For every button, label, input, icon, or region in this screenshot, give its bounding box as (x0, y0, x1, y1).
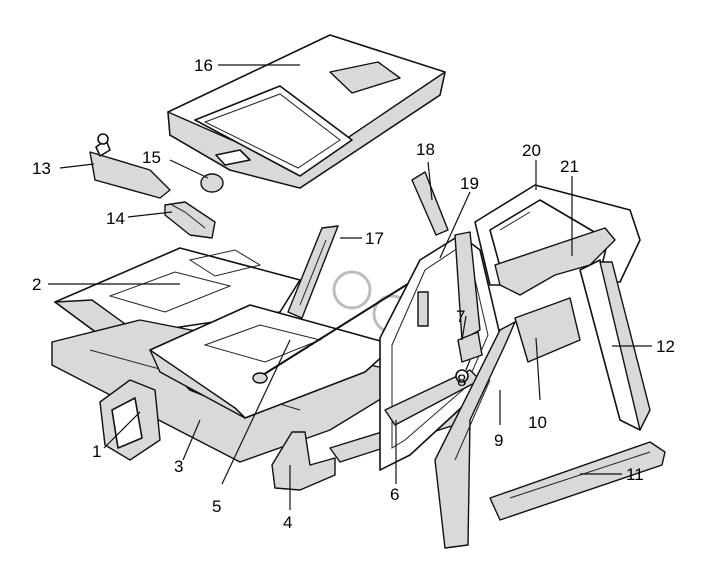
part-12-c-pillar (579, 259, 651, 431)
callout-12: 12 (656, 337, 675, 356)
callout-14: 14 (106, 209, 125, 228)
part-14-handle (164, 201, 216, 239)
callout-6: 6 (390, 485, 399, 504)
callout-10: 10 (528, 413, 547, 432)
part-21-rear-header (494, 227, 616, 296)
leader-lines (48, 64, 652, 510)
callout-17: 17 (365, 229, 384, 248)
callout-16: 16 (194, 56, 213, 75)
callout-21: 21 (560, 157, 579, 176)
callout-labels: 16 13 15 14 17 2 18 19 20 21 1 3 4 5 6 7… (32, 56, 675, 532)
part-10-quarter-panel (514, 297, 581, 363)
part-15-clip (200, 173, 224, 193)
callout-2: 2 (32, 275, 41, 294)
part-19-inner-panel (417, 231, 481, 341)
part-13-sun-visor (89, 133, 171, 199)
callout-1: 1 (92, 442, 101, 461)
callout-3: 3 (174, 457, 183, 476)
callout-5: 5 (212, 497, 221, 516)
part-17-pillar-trim (287, 225, 339, 319)
callout-7: 7 (456, 307, 465, 326)
callout-15: 15 (142, 148, 161, 167)
callout-18: 18 (416, 140, 435, 159)
callout-13: 13 (32, 159, 51, 178)
part-4-bracket (271, 431, 336, 491)
part-9-b-pillar (434, 321, 516, 549)
callout-4: 4 (283, 513, 292, 532)
callout-9: 9 (494, 431, 503, 450)
part-11-rear-sill (489, 441, 666, 521)
callout-11: 11 (626, 465, 644, 484)
callout-20: 20 (522, 141, 541, 160)
part-7-latch (457, 331, 483, 363)
part-5-rod (252, 269, 431, 384)
part-16-headliner (167, 34, 446, 189)
callout-8: 8 (457, 371, 466, 390)
callout-19: 19 (460, 174, 479, 193)
part-18-upper-pillar (411, 171, 449, 236)
part-8-striker (455, 369, 469, 383)
